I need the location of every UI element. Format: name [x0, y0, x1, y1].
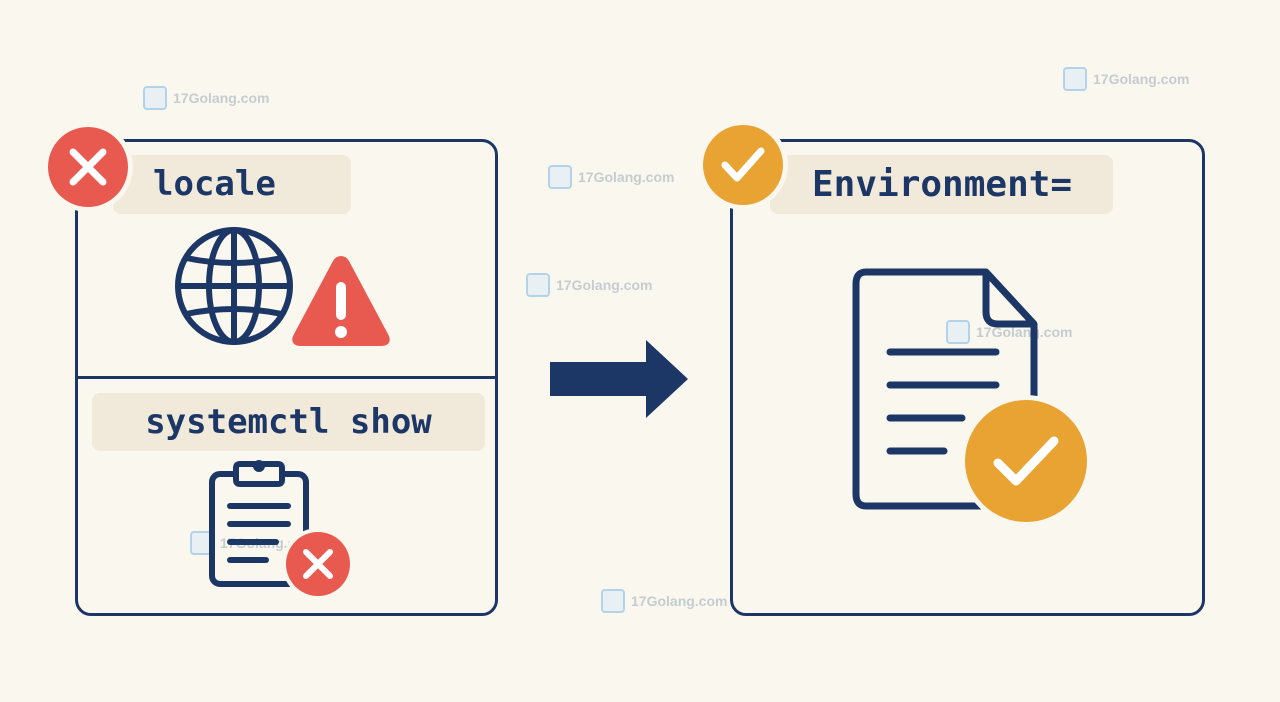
right-arrow-icon [550, 340, 688, 418]
clipboard-icon [209, 460, 309, 587]
watermark: 17Golang.com [526, 273, 652, 297]
watermark-logo-icon [601, 589, 625, 613]
check-circle-icon [698, 120, 788, 210]
watermark-text: 17Golang.com [578, 169, 675, 185]
watermark: 17Golang.com [1063, 67, 1189, 91]
globe-icon [175, 227, 293, 345]
watermark-text: 17Golang.com [976, 324, 1073, 340]
x-circle-icon [43, 122, 133, 212]
watermark-logo-icon [526, 273, 550, 297]
environment-label: Environment= [770, 155, 1113, 214]
watermark-text: 17Golang.com [1093, 71, 1190, 87]
watermark: 17Golang.com [548, 165, 674, 189]
watermark: 17Golang.com [946, 320, 1072, 344]
watermark: 17Golang.com [601, 589, 727, 613]
panel-divider [78, 376, 495, 379]
check-circle-icon [960, 395, 1092, 527]
watermark-logo-icon [143, 86, 167, 110]
watermark-logo-icon [946, 320, 970, 344]
systemctl-show-command-label: systemctl show [92, 393, 485, 451]
watermark-text: 17Golang.com [173, 90, 270, 106]
left-panel [75, 139, 498, 616]
watermark-logo-icon [548, 165, 572, 189]
locale-command-label: locale [113, 155, 351, 214]
x-circle-icon [282, 528, 354, 600]
warning-triangle-icon [292, 256, 390, 346]
watermark-text: 17Golang.com [556, 277, 653, 293]
right-panel [730, 139, 1205, 616]
watermark-logo-icon [1063, 67, 1087, 91]
watermark-text: 17Golang.com [631, 593, 728, 609]
watermark: 17Golang.com [143, 86, 269, 110]
